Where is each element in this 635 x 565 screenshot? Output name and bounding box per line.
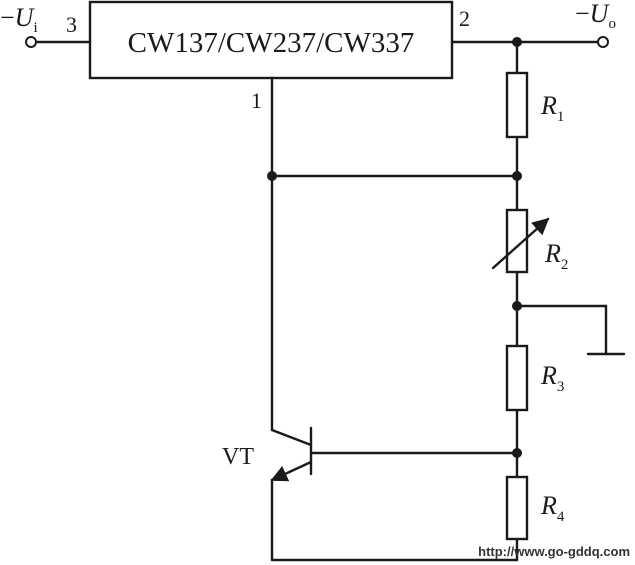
resistor-r2 <box>505 208 529 274</box>
potentiometer-arrow <box>491 217 550 270</box>
output-terminal[interactable] <box>597 36 609 48</box>
junction-adjust <box>267 171 277 181</box>
junction-r1-r2 <box>512 171 522 181</box>
transistor-label: VT <box>222 444 254 470</box>
resistor-r2-label: R2 <box>544 239 568 273</box>
regulator-ic-label: CW137/CW237/CW337 <box>128 27 415 59</box>
pin-2-label: 2 <box>459 6 470 31</box>
pin-1-label: 1 <box>251 88 262 113</box>
resistor-r4 <box>505 475 529 541</box>
junction-ground <box>512 301 522 311</box>
resistor-r1 <box>505 71 529 139</box>
input-label: −Ui <box>0 3 38 36</box>
pin-3-label: 3 <box>66 12 77 37</box>
junction-base <box>512 448 522 458</box>
input-terminal[interactable] <box>25 36 37 48</box>
resistor-r3 <box>505 344 529 412</box>
transistor-collector <box>270 428 313 447</box>
output-label: −Uo <box>575 0 616 32</box>
regulator-ic <box>88 0 454 80</box>
watermark: http://www.go-gddq.com <box>478 544 630 559</box>
transistor-emitter <box>270 460 313 482</box>
resistor-r4-label: R4 <box>540 491 565 525</box>
junction-output <box>512 37 522 47</box>
resistor-r1-label: R1 <box>540 91 564 125</box>
resistor-r3-label: R3 <box>540 361 564 395</box>
